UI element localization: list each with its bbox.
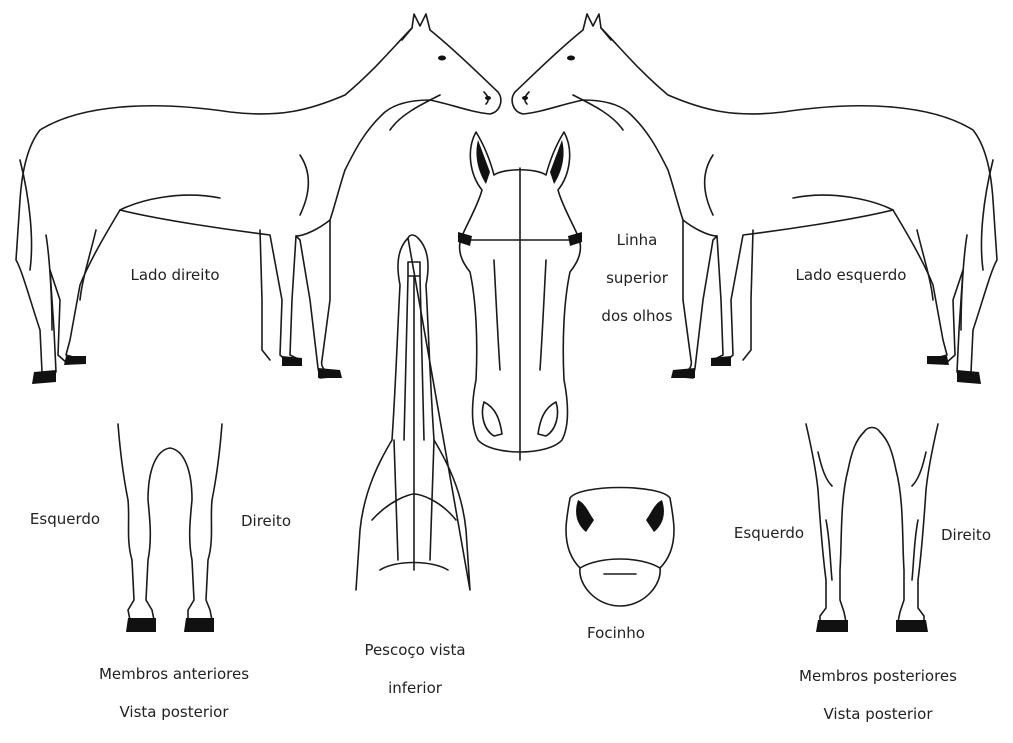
label-left-side: Lado esquerdo — [786, 266, 916, 285]
muzzle-drawing — [566, 488, 674, 607]
caption-muzzle: Focinho — [566, 624, 666, 643]
neck-bottom-view-drawing — [356, 235, 470, 590]
caption-hindlimbs: Membros posteriores Vista posterior — [778, 648, 978, 743]
label-forelimbs-right: Direito — [228, 512, 304, 531]
horse-left-side-drawing — [512, 14, 997, 384]
label-hindlimbs-left: Esquerdo — [724, 524, 814, 543]
label-forelimbs-left: Esquerdo — [20, 510, 110, 529]
caption-forelimbs: Membros anteriores Vista posterior — [74, 646, 274, 741]
horse-identification-diagram — [0, 0, 1013, 686]
forelimbs-posterior-drawing — [118, 424, 222, 632]
label-eye-line: Linha superior dos olhos — [592, 212, 682, 345]
label-right-side: Lado direito — [110, 266, 240, 285]
label-hindlimbs-right: Direito — [928, 526, 1004, 545]
head-front-view-drawing — [458, 132, 582, 460]
caption-neck: Pescoço vista inferior — [350, 622, 480, 717]
hindlimbs-posterior-drawing — [806, 424, 938, 632]
